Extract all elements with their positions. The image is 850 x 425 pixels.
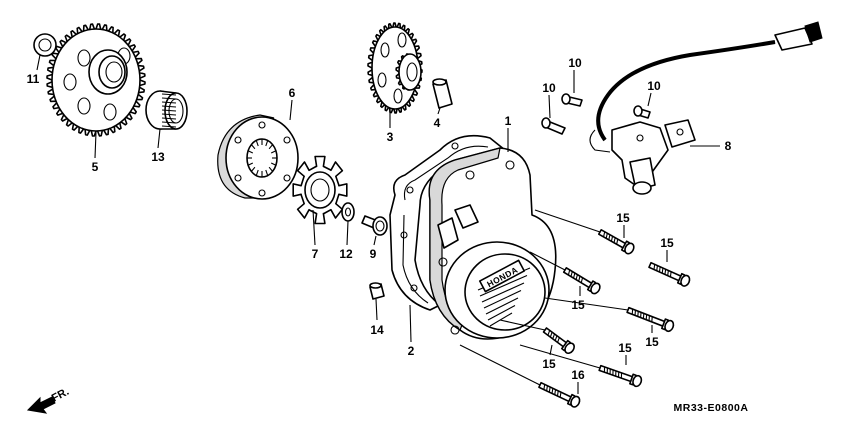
callout-1: 1 — [505, 114, 512, 128]
gasket-2 — [389, 134, 506, 311]
cover-bolts — [459, 209, 691, 408]
bolt-10a — [561, 93, 583, 107]
callout-7: 7 — [312, 247, 319, 261]
callout-16: 16 — [571, 368, 585, 382]
callout-15d: 15 — [645, 335, 659, 349]
callout-10a: 10 — [568, 56, 582, 70]
leader-lines — [36, 54, 720, 394]
callout-12: 12 — [339, 247, 353, 261]
circlip-11 — [33, 33, 57, 57]
bolt-10c — [633, 105, 651, 119]
callout-15a: 15 — [616, 211, 630, 225]
left-crankcase-cover-1: HONDA — [428, 147, 557, 340]
callout-15c: 15 — [571, 298, 585, 312]
bolt-10b — [541, 117, 566, 135]
starter-idle-gear-3 — [367, 22, 423, 114]
pulse-generator-8 — [589, 21, 823, 195]
callout-11: 11 — [27, 72, 40, 86]
callout-5: 5 — [92, 160, 99, 174]
callout-13: 13 — [151, 150, 165, 164]
callout-labels: 11 5 13 3 4 6 7 12 9 14 2 1 10 10 10 8 1… — [27, 56, 732, 382]
direction-label: FR. — [50, 386, 71, 405]
callout-4: 4 — [434, 116, 441, 130]
needle-bearing-13 — [145, 90, 188, 130]
callout-3: 3 — [387, 130, 394, 144]
callout-8: 8 — [725, 139, 732, 153]
bolt-9 — [361, 215, 388, 236]
callout-15f: 15 — [618, 341, 632, 355]
callout-10b: 10 — [542, 81, 556, 95]
callout-9: 9 — [370, 247, 377, 261]
diagram-code: MR33-E0800A — [674, 402, 749, 414]
one-way-clutch-7 — [292, 155, 348, 225]
callout-10c: 10 — [647, 79, 661, 93]
callout-2: 2 — [408, 344, 415, 358]
starter-driven-gear-5 — [46, 23, 146, 137]
callout-15e: 15 — [542, 357, 556, 371]
starter-clutch-6 — [217, 114, 299, 200]
callout-14: 14 — [370, 323, 384, 337]
front-direction-arrow: FR. — [26, 386, 71, 414]
washer-12 — [341, 202, 355, 222]
dowel-pin-14 — [369, 282, 385, 300]
shaft-4 — [432, 78, 453, 109]
callout-15b: 15 — [660, 236, 674, 250]
callout-6: 6 — [289, 86, 296, 100]
